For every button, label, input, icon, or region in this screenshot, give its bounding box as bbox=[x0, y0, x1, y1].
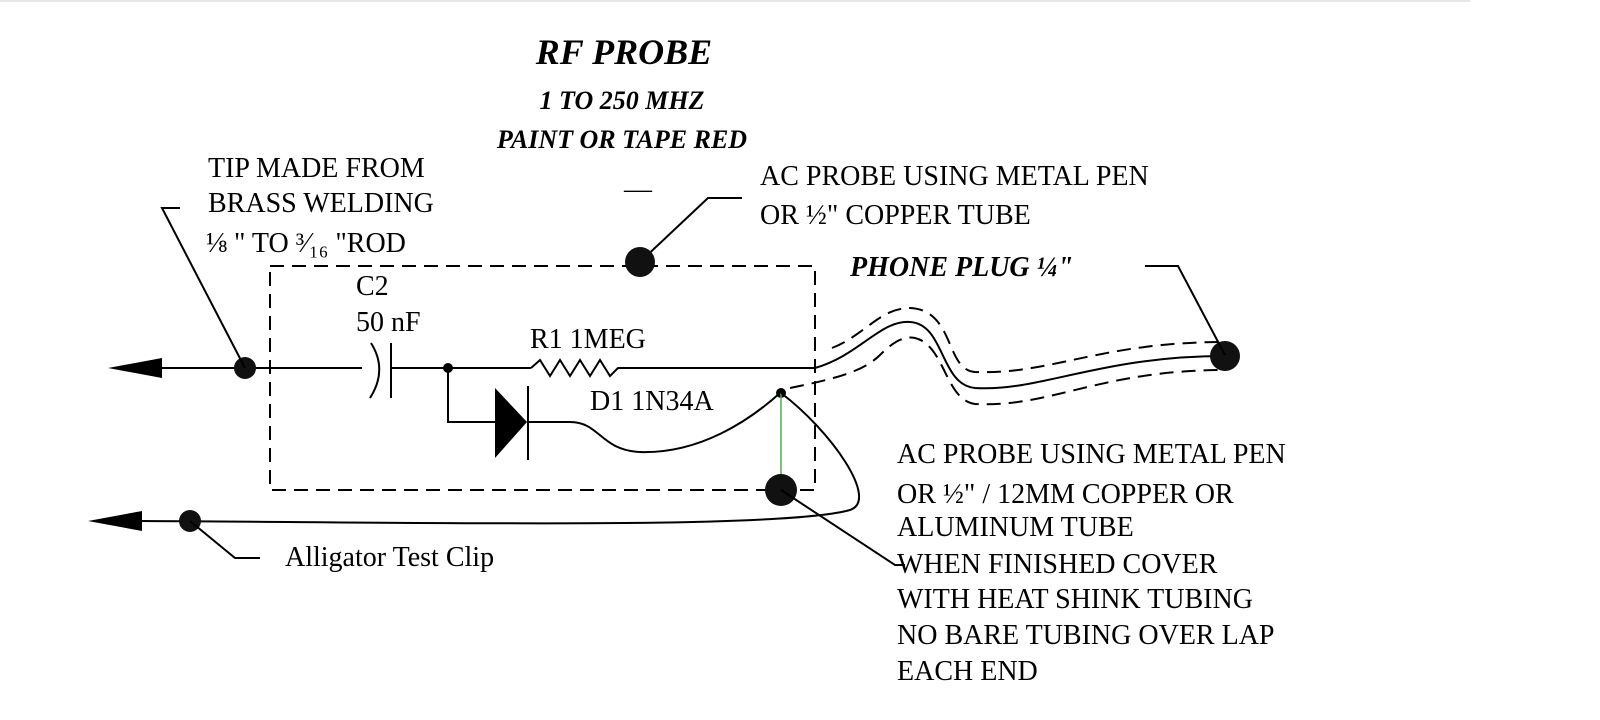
ac-probe-bottom-leader bbox=[780, 489, 905, 566]
dash-mark: — bbox=[623, 174, 653, 205]
d1-label: D1 1N34A bbox=[590, 386, 714, 417]
note-7: EACH END bbox=[897, 656, 1038, 687]
note-2: OR ½" / 12MM COPPER OR bbox=[897, 479, 1234, 510]
subtitle-frequency: 1 TO 250 MHZ bbox=[540, 86, 705, 115]
clip-arrow-icon bbox=[88, 511, 142, 531]
ac-probe-top-2: OR ½" COPPER TUBE bbox=[760, 200, 1031, 231]
tip-label-2: BRASS WELDING bbox=[208, 188, 434, 219]
phone-plug-dot bbox=[1210, 341, 1240, 371]
ac-probe-top-1: AC PROBE USING METAL PEN bbox=[760, 161, 1149, 192]
note-4: WHEN FINISHED COVER bbox=[897, 549, 1218, 580]
ground-wire bbox=[139, 392, 861, 525]
phone-plug-label: PHONE PLUG ¼" bbox=[849, 252, 1073, 283]
tip-leader bbox=[160, 207, 246, 369]
tip-label-1: TIP MADE FROM bbox=[208, 153, 425, 184]
r1-label: R1 1MEG bbox=[530, 324, 646, 355]
diode-wire bbox=[528, 392, 781, 454]
ac-probe-top-leader bbox=[639, 197, 742, 263]
ac-probe-top-dot bbox=[625, 247, 655, 277]
cable-core bbox=[814, 320, 1226, 390]
wire bbox=[447, 368, 495, 423]
note-6: NO BARE TUBING OVER LAP bbox=[897, 620, 1275, 651]
c2-value: 50 nF bbox=[356, 307, 421, 338]
diode-d1 bbox=[495, 388, 527, 458]
note-3: ALUMINUM TUBE bbox=[897, 512, 1134, 543]
tip-label-3: ⅛ " TO ³⁄₁₆ "ROD bbox=[206, 228, 406, 259]
tip-arrow-icon bbox=[108, 358, 162, 378]
resistor-r1 bbox=[530, 358, 815, 378]
title: RF PROBE bbox=[535, 32, 712, 72]
subtitle-paint: PAINT OR TAPE RED bbox=[496, 125, 747, 154]
cable-shield-top bbox=[831, 306, 1226, 374]
c2-name: C2 bbox=[356, 271, 389, 302]
clip-leader bbox=[189, 520, 260, 559]
note-5: WITH HEAT SHINK TUBING bbox=[897, 584, 1253, 615]
phone-plug-leader bbox=[1145, 265, 1226, 356]
probe-enclosure bbox=[269, 265, 816, 491]
alligator-label: Alligator Test Clip bbox=[285, 542, 494, 573]
capacitor-curved-plate bbox=[369, 342, 381, 399]
note-1: AC PROBE USING METAL PEN bbox=[897, 439, 1286, 470]
